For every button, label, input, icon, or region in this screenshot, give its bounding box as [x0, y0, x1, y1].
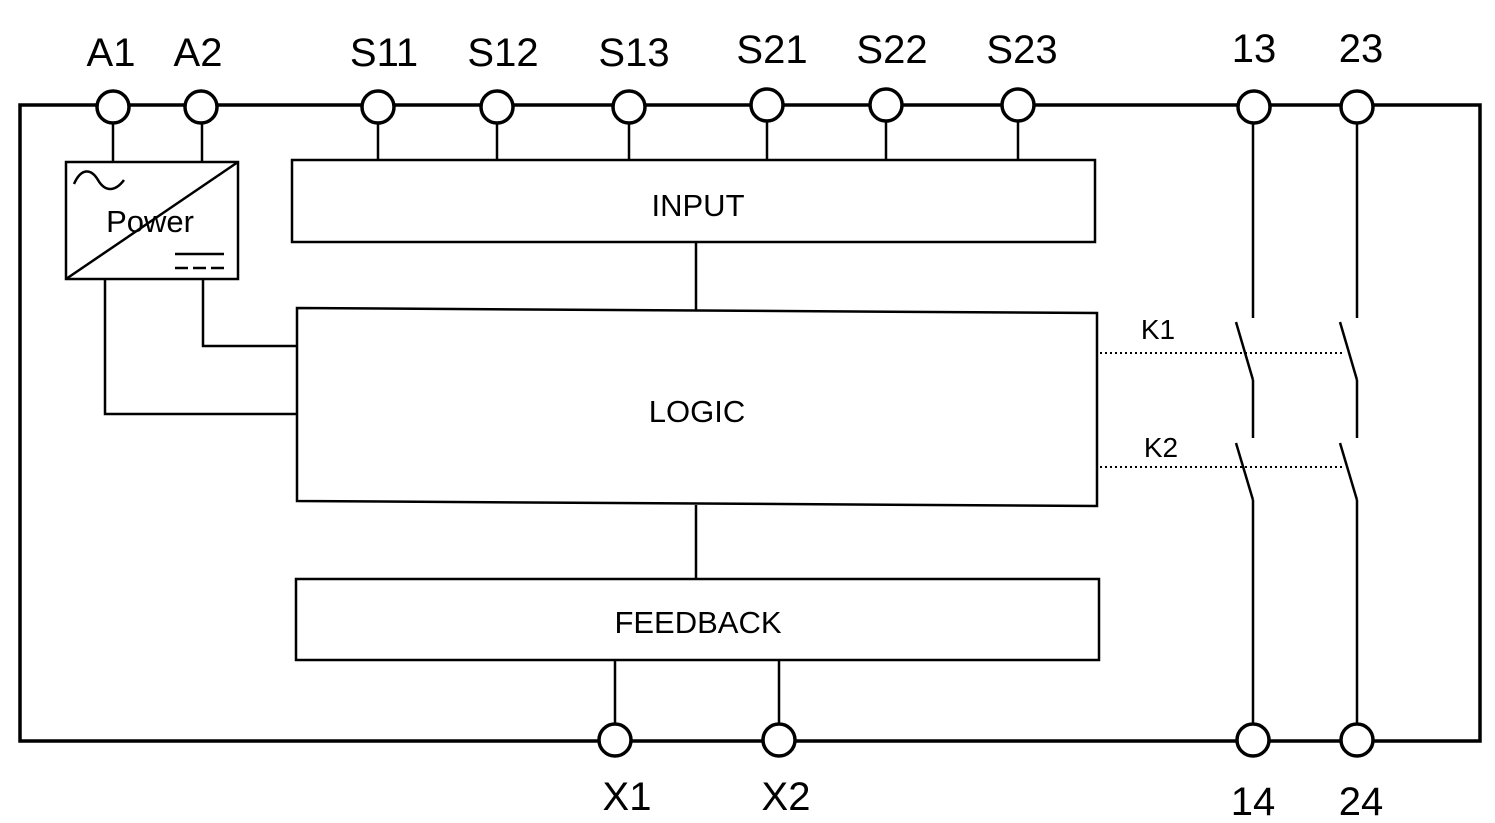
terminal-label: S21: [736, 28, 807, 72]
terminal-label: S11: [350, 31, 418, 75]
terminal-label: S23: [986, 28, 1057, 72]
terminal-a1: [95, 89, 131, 125]
dc-symbol-icon: [175, 252, 224, 270]
terminal-14: [1235, 722, 1271, 758]
terminal-s12: [479, 89, 515, 125]
terminal-x2: [761, 722, 797, 758]
terminal-label: A2: [174, 31, 223, 75]
power-label: Power: [106, 204, 194, 239]
power-supply-block: Power: [64, 160, 240, 281]
terminal-label: A1: [87, 31, 136, 75]
terminal-label: S12: [467, 31, 538, 75]
logic-label: LOGIC: [649, 394, 745, 429]
terminal-24: [1339, 722, 1375, 758]
terminal-label: S13: [598, 31, 669, 75]
terminal-s22: [868, 87, 904, 123]
wiring: [103, 108, 1359, 740]
bottom-terminals: [597, 722, 1375, 758]
terminal-x1: [597, 722, 633, 758]
terminal-13: [1236, 89, 1272, 125]
terminal-a2: [183, 89, 219, 125]
input-label: INPUT: [652, 188, 745, 223]
terminal-s13: [611, 89, 647, 125]
terminal-label: X2: [762, 775, 811, 819]
terminal-label: X1: [603, 775, 652, 819]
terminal-label: 23: [1339, 27, 1384, 71]
top-terminals: [95, 87, 1375, 125]
top-terminal-labels: A1 A2 S11 S12 S13 S21 S22 S23 13 23: [87, 27, 1384, 75]
terminal-label: S22: [856, 28, 927, 72]
bottom-terminal-labels: X1 X2 14 24: [603, 775, 1384, 823]
ac-symbol-icon: [72, 170, 125, 191]
feedback-block: FEEDBACK: [294, 577, 1101, 662]
terminal-23: [1339, 89, 1375, 125]
terminal-s21: [749, 87, 785, 123]
logic-block: LOGIC: [295, 306, 1099, 508]
input-block: INPUT: [290, 158, 1097, 244]
terminal-label: 14: [1231, 780, 1276, 823]
terminal-label: 24: [1339, 780, 1384, 823]
terminal-label: 13: [1232, 27, 1277, 71]
k2-label: K2: [1144, 432, 1178, 463]
feedback-label: FEEDBACK: [614, 605, 781, 640]
terminal-s23: [1000, 87, 1036, 123]
k1-label: K1: [1141, 314, 1175, 345]
terminal-s11: [360, 89, 396, 125]
